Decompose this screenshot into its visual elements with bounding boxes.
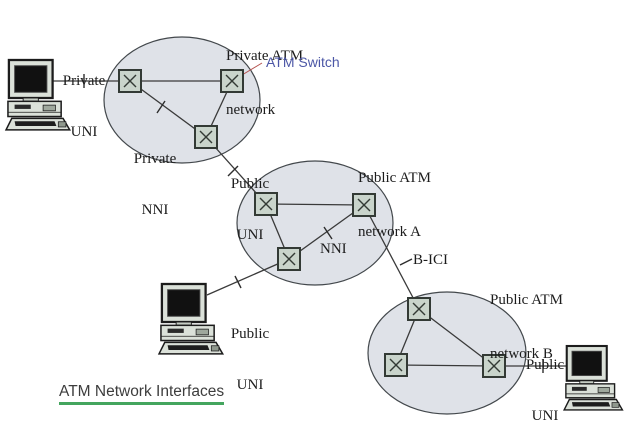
interface-ticks	[83, 74, 544, 373]
atm-switch-annotation: ATM Switch	[266, 54, 340, 70]
nni-tick	[323, 226, 333, 240]
network-a-switch-link-1	[265, 203, 365, 206]
atm-switch	[118, 69, 142, 93]
atm-switch	[277, 247, 301, 271]
nni-label: NNI	[320, 241, 347, 257]
figure-caption: ATM Network Interfaces	[59, 383, 225, 405]
computer-icon	[4, 58, 71, 131]
atm-switch	[194, 125, 218, 149]
private-atm-network-ellipse	[103, 36, 261, 164]
network-b-switch-link-3	[395, 364, 495, 367]
public-uni-right-label: Public UNI	[525, 357, 565, 423]
computer-icon	[563, 344, 624, 411]
public-network-a-title-line1: Public ATM	[358, 170, 431, 186]
b-ici-tick	[399, 258, 413, 266]
public-uni-middle-tick	[234, 275, 242, 289]
public-network-b-title-line1: Public ATM	[490, 292, 563, 308]
public-uni-top-label: Public UNI	[230, 176, 270, 243]
computer-icon	[157, 282, 224, 355]
atm-switch	[384, 353, 408, 377]
private-nni-label: Private NNI	[133, 151, 177, 218]
public-uni-middle-label: Public UNI	[230, 326, 270, 393]
b-ici-label: B-ICI	[413, 252, 448, 268]
private-network-title-line2: network	[226, 102, 276, 118]
public-network-b-title: Public ATM network B	[490, 255, 563, 399]
private-nni-tick	[156, 100, 166, 114]
b-ici-link	[363, 204, 420, 310]
public-atm-network-b-ellipse	[367, 291, 527, 415]
public-uni-top-tick	[227, 165, 239, 177]
public-network-a-title-line2: network A	[358, 224, 421, 240]
private-network-title-line1: Private ATM	[226, 48, 304, 64]
network-b-switch-link-2	[418, 308, 495, 367]
private-nni-link	[129, 80, 207, 138]
private-network-title: Private ATM network	[226, 11, 303, 155]
atm-switch	[407, 297, 431, 321]
private-uni-label: Private UNI	[62, 73, 106, 140]
public-uni-middle-link	[206, 258, 290, 296]
public-network-a-title: Public ATM network A	[358, 133, 431, 277]
public-network-b-title-line2: network B	[490, 346, 553, 362]
